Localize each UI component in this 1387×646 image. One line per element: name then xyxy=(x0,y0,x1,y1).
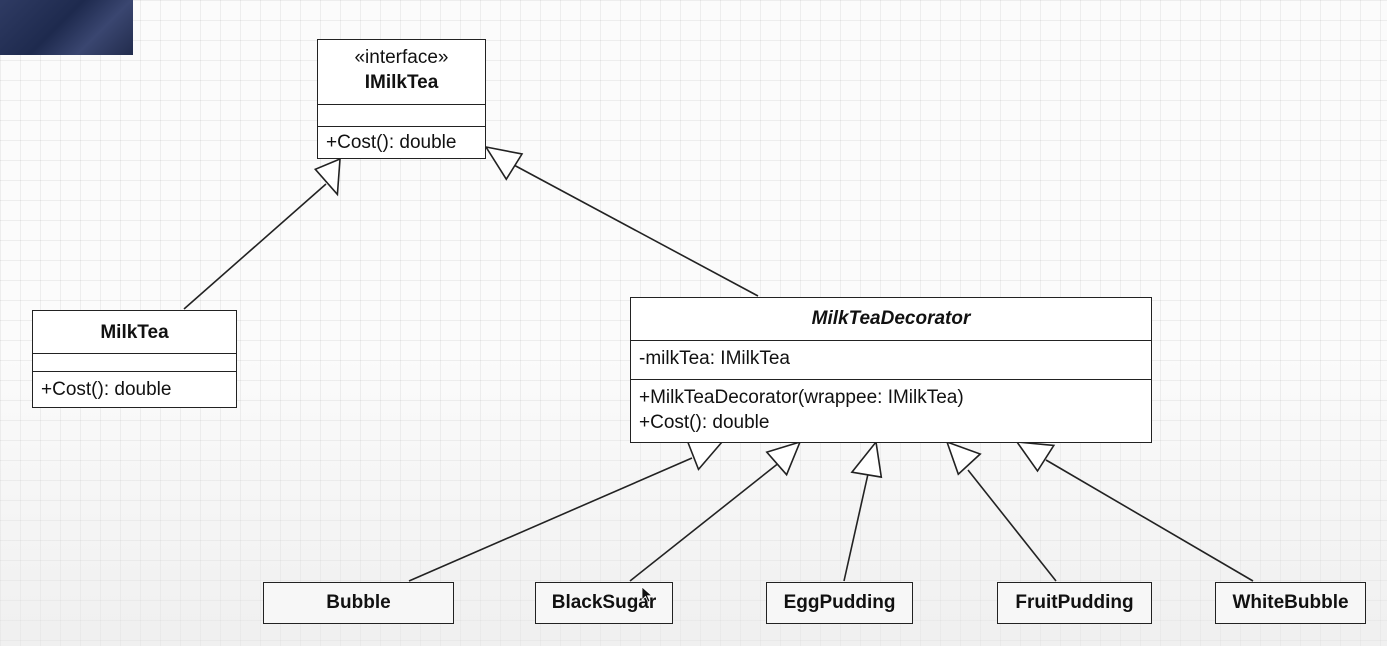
operation: +MilkTeaDecorator(wrappee: IMilkTea) xyxy=(639,387,964,408)
class-whitebubble: WhiteBubble xyxy=(1215,582,1366,624)
arrow-milktea-to-imilktea xyxy=(183,183,327,310)
arrow-fruitpudding xyxy=(967,469,1057,582)
arrowhead-whitebubble xyxy=(1015,441,1056,473)
arrowhead-fruitpudding xyxy=(945,440,982,476)
arrowhead-milktea xyxy=(313,157,341,197)
arrow-whitebubble xyxy=(1045,459,1254,582)
operation: +Cost(): double xyxy=(326,132,457,153)
stereotype-label: «interface» xyxy=(354,47,449,68)
class-bubble: Bubble xyxy=(263,582,454,624)
interface-imilktea: «interface» IMilkTea +Cost(): double xyxy=(317,39,486,159)
attributes-compartment: -milkTea: IMilkTea xyxy=(631,340,1151,379)
operation: +Cost(): double xyxy=(639,412,770,433)
operations-compartment: +Cost(): double xyxy=(33,371,236,407)
arrow-decorator-to-imilktea xyxy=(511,163,759,297)
attributes-compartment xyxy=(33,353,236,371)
cursor-icon xyxy=(641,586,654,603)
arrowhead-eggpudding xyxy=(850,440,883,479)
attribute: -milkTea: IMilkTea xyxy=(639,348,790,369)
arrow-bubble xyxy=(408,457,693,582)
class-name: MilkTea xyxy=(100,322,169,343)
class-milktea: MilkTea +Cost(): double xyxy=(32,310,237,408)
arrowhead-blacksugar xyxy=(765,440,802,477)
class-name: IMilkTea xyxy=(364,72,439,93)
arrowhead-decorator xyxy=(484,145,524,181)
arrow-eggpudding xyxy=(843,473,869,582)
interface-header: «interface» IMilkTea xyxy=(318,40,485,104)
class-blacksugar: BlackSugar xyxy=(535,582,673,624)
class-eggpudding: EggPudding xyxy=(766,582,913,624)
class-fruitpudding: FruitPudding xyxy=(997,582,1152,624)
operations-compartment: +MilkTeaDecorator(wrappee: IMilkTea) +Co… xyxy=(631,379,1151,441)
operation: +Cost(): double xyxy=(41,379,172,400)
operations-compartment: +Cost(): double xyxy=(318,126,485,158)
attributes-compartment xyxy=(318,104,485,126)
arrowhead-bubble xyxy=(686,440,724,471)
arrow-blacksugar xyxy=(629,461,781,582)
class-name: MilkTeaDecorator xyxy=(811,308,971,329)
presenter-video-thumbnail xyxy=(0,0,133,55)
class-milkteadecorator: MilkTeaDecorator -milkTea: IMilkTea +Mil… xyxy=(630,297,1152,443)
